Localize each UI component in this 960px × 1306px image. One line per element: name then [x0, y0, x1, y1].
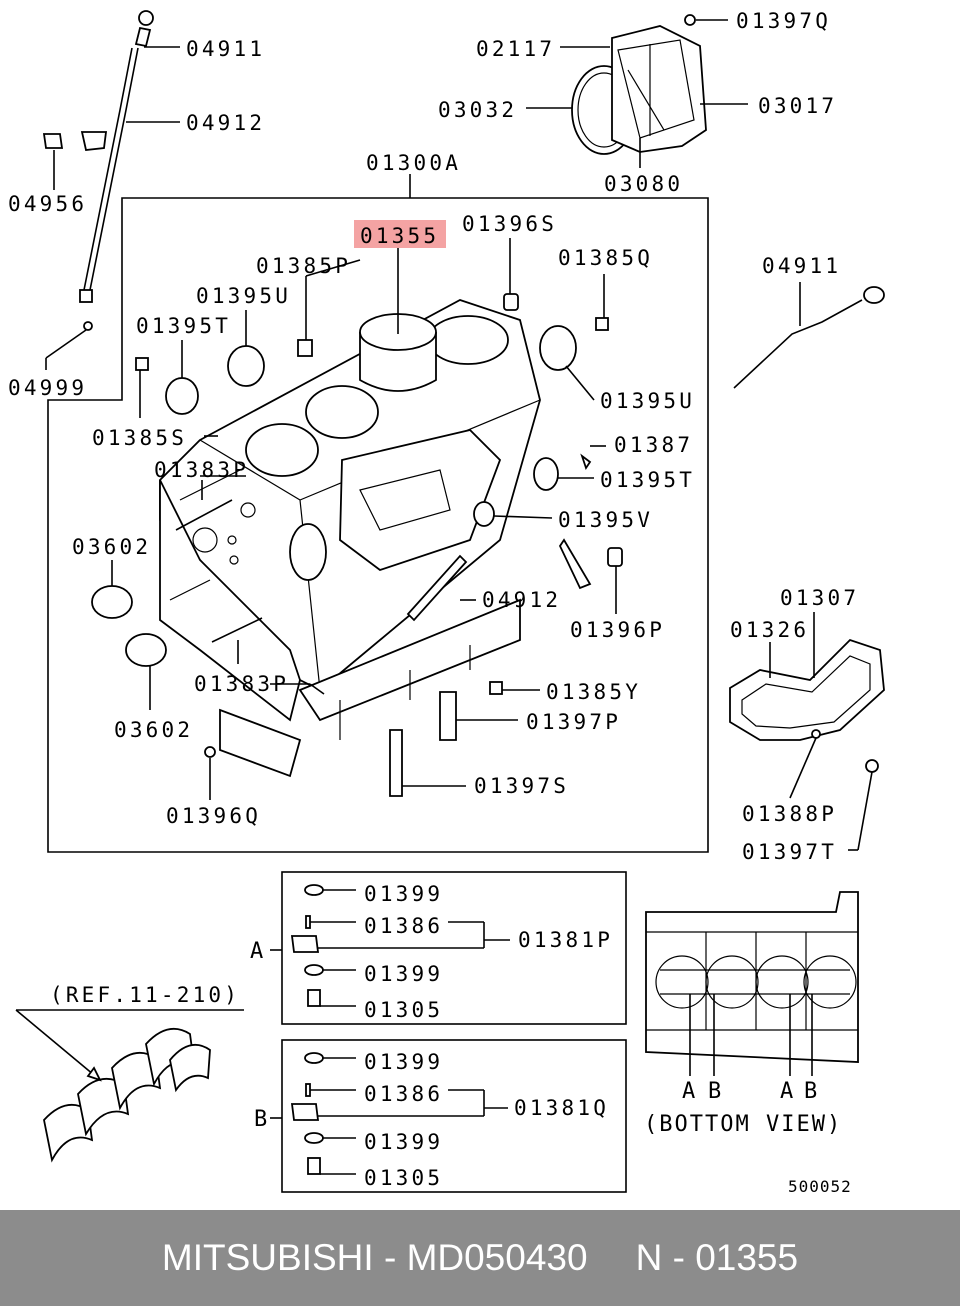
- bottom-view-caption: (BOTTOM VIEW): [644, 1112, 842, 1137]
- label-01397t[interactable]: 01397T: [742, 840, 837, 864]
- highlight-01355: [354, 220, 446, 248]
- label-03032[interactable]: 03032: [438, 98, 517, 122]
- label-01397p[interactable]: 01397P: [526, 710, 621, 734]
- part-number: MD050430: [406, 1237, 588, 1278]
- label-01395t-top[interactable]: 01395T: [136, 314, 231, 338]
- gasket-drawing: [729, 638, 885, 773]
- label-03602-top[interactable]: 03602: [72, 535, 151, 559]
- marker-b: B: [254, 1107, 269, 1132]
- footer-separator: -: [383, 1237, 397, 1278]
- label-04911-right[interactable]: 04911: [762, 254, 841, 278]
- box-a: [281, 871, 627, 1025]
- label-b-01399-top[interactable]: 01399: [364, 1050, 443, 1074]
- parts-diagram: 04911 04912 04956 04999 01300A 02117 013…: [8, 9, 885, 1196]
- bottom-view-drawing: [645, 891, 859, 1063]
- label-01355[interactable]: 01355: [360, 224, 439, 248]
- label-01385q[interactable]: 01385Q: [558, 246, 653, 270]
- label-01307[interactable]: 01307: [780, 586, 859, 610]
- label-01326[interactable]: 01326: [730, 618, 809, 642]
- label-01396q[interactable]: 01396Q: [166, 804, 261, 828]
- label-01395t-right[interactable]: 01395T: [600, 468, 695, 492]
- label-04911[interactable]: 04911: [186, 37, 265, 61]
- label-01395u-top[interactable]: 01395U: [196, 284, 291, 308]
- label-a-01399-top[interactable]: 01399: [364, 882, 443, 906]
- label-01397q[interactable]: 01397Q: [736, 9, 831, 33]
- plug-01395u: [227, 345, 265, 387]
- pin-01396s: [503, 293, 519, 311]
- label-04912[interactable]: 04912: [186, 111, 265, 135]
- ref-code: 01355: [695, 1237, 799, 1278]
- rear-seal-housing-drawing: [571, 14, 707, 155]
- label-01396s[interactable]: 01396S: [462, 212, 557, 236]
- bearing-cap: [219, 708, 302, 778]
- bearing-03602b: [125, 633, 167, 667]
- bottom-view-a-right: A: [780, 1079, 795, 1104]
- bottom-view-a-left: A: [682, 1079, 697, 1104]
- label-03602-bottom[interactable]: 03602: [114, 718, 193, 742]
- label-b-01386[interactable]: 01386: [364, 1082, 443, 1106]
- label-03080[interactable]: 03080: [604, 172, 683, 196]
- ref-label: (REF.11-210): [50, 983, 240, 1007]
- label-01385y[interactable]: 01385Y: [546, 680, 641, 704]
- label-01387[interactable]: 01387: [614, 433, 693, 457]
- label-b-01399-bottom[interactable]: 01399: [364, 1130, 443, 1154]
- label-01385s[interactable]: 01385S: [92, 426, 187, 450]
- part-footer: MITSUBISHI - MD050430 N - 01355: [0, 1210, 960, 1306]
- bottom-view-b-right: B: [804, 1079, 819, 1104]
- label-01385p[interactable]: 01385P: [256, 254, 351, 278]
- label-a-01386[interactable]: 01386: [364, 914, 443, 938]
- label-04912-block[interactable]: 04912: [482, 588, 561, 612]
- label-01397s[interactable]: 01397S: [474, 774, 569, 798]
- dipstick-right-drawing: [733, 286, 885, 389]
- label-01381p[interactable]: 01381P: [518, 928, 613, 952]
- marker-a: A: [250, 939, 265, 964]
- label-01300a[interactable]: 01300A: [366, 151, 461, 175]
- assembly-frame: [47, 197, 709, 853]
- label-a-01399-bottom[interactable]: 01399: [364, 962, 443, 986]
- label-01396p[interactable]: 01396P: [570, 618, 665, 642]
- label-a-01305[interactable]: 01305: [364, 998, 443, 1022]
- label-01383p-bottom[interactable]: 01383P: [194, 672, 289, 696]
- label-03017[interactable]: 03017: [758, 94, 837, 118]
- bottom-view-b-left: B: [708, 1079, 723, 1104]
- label-01381q[interactable]: 01381Q: [514, 1096, 609, 1120]
- bearing-03602a: [91, 585, 133, 619]
- dipstick-tube-drawing: [42, 10, 154, 331]
- plug-01395t: [165, 377, 199, 415]
- engine-block-drawing: [159, 299, 541, 740]
- label-b-01305[interactable]: 01305: [364, 1166, 443, 1190]
- label-04956[interactable]: 04956: [8, 192, 87, 216]
- main-bearings-drawing: [43, 1027, 211, 1163]
- brand-name: MITSUBISHI: [161, 1237, 374, 1278]
- box-b: [281, 1039, 627, 1193]
- label-01395v[interactable]: 01395V: [558, 508, 653, 532]
- ref-prefix: N -: [635, 1237, 685, 1278]
- label-01388p[interactable]: 01388P: [742, 802, 837, 826]
- diagram-id: 500052: [788, 1177, 852, 1196]
- label-04999[interactable]: 04999: [8, 376, 87, 400]
- label-02117[interactable]: 02117: [476, 37, 555, 61]
- label-01383p-top[interactable]: 01383P: [154, 458, 249, 482]
- label-01395u-right[interactable]: 01395U: [600, 389, 695, 413]
